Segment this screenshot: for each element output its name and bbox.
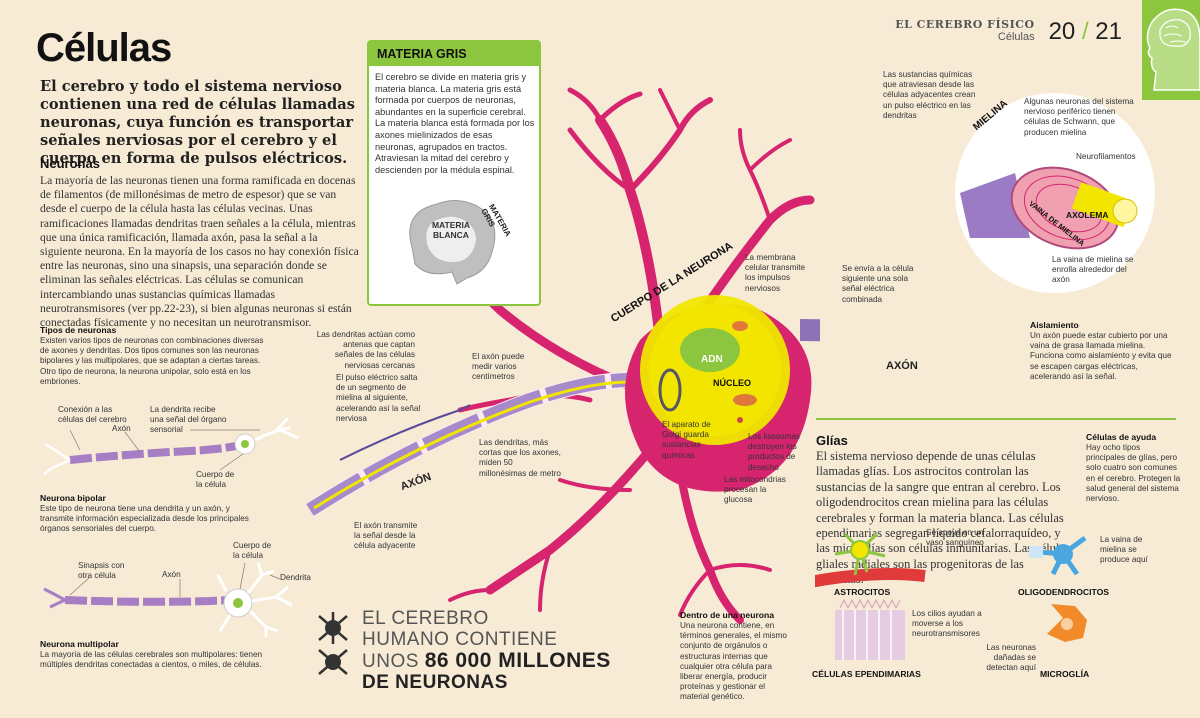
dentro-heading: Dentro de una neurona (680, 610, 775, 620)
dentro-text: Una neurona contiene, en términos genera… (680, 621, 787, 702)
stat-line4: DE NEURONAS (362, 672, 508, 693)
schwann-label: Algunas neuronas del sistema nervioso pe… (1024, 97, 1134, 137)
multipolar-cuerpo-label: Cuerpo de la célula (233, 541, 272, 561)
microglia-label: MICROGLÍA (1040, 669, 1090, 679)
mitochondria-label: Las mitocondrias procesan la glucosa (724, 475, 786, 505)
mielina-circle (955, 93, 1155, 293)
dendrites-antenna-label: Las dendritas actúan como antenas que ca… (316, 330, 415, 370)
multipolar-axon (64, 596, 241, 606)
golgi-apparatus (658, 368, 682, 412)
multipolar-dendrita-label: Dendrita (280, 573, 311, 582)
tipos-heading: Tipos de neuronas (40, 325, 117, 335)
materia-gris-heading: MATERIA GRIS (377, 47, 467, 61)
microglia-icon (1047, 604, 1087, 642)
adn-label: ADN (701, 354, 723, 365)
ependimarias-label: CÉLULAS EPENDIMARIAS (812, 669, 921, 679)
page-title: Células (36, 26, 172, 70)
ayuda-text: Hay ocho tipos principales de glías, per… (1086, 443, 1181, 504)
subsection-label: Células (997, 31, 1035, 43)
brain-section-icon (409, 200, 496, 285)
damaged-neurons-label: Las neuronas dañadas se detectan aquí (986, 643, 1036, 673)
bipolar-axon-label: Axón (112, 424, 131, 433)
bipolar-dendrita-label: La dendrita recibe una señal del órgano … (150, 405, 227, 435)
oligodendrocyte-icon (1029, 535, 1087, 576)
dna-region (680, 328, 740, 372)
multipolar-neuron-diagram (43, 562, 293, 637)
axon-right (799, 319, 820, 342)
page-header: EL CEREBRO FÍSICO Células 20 / 21 (895, 18, 1122, 46)
materia-blanca-line2: BLANCA (433, 230, 469, 240)
bipolar-axon (69, 441, 241, 464)
nucleus-label: NÚCLEO (713, 378, 751, 388)
axon-right-label: AXÓN (886, 360, 918, 372)
chemicals-label: Las sustancias químicas que atraviesan d… (883, 70, 976, 120)
page-numbers: 20 / 21 (1049, 18, 1122, 46)
stat-line2: HUMANO CONTIENE (362, 629, 558, 650)
brain-head-icon (1142, 0, 1200, 100)
aislamiento-text: Un axón puede estar cubierto por una vai… (1030, 331, 1172, 381)
axon-length-label: El axón puede medir varios centímetros (472, 352, 525, 382)
neuronas-text: La mayoría de las neuronas tienen una fo… (40, 174, 359, 330)
bipolar-nucleus (241, 440, 249, 448)
glias-divider (816, 418, 1176, 420)
multipolar-sinapsis-label: Sinapsis con otra célula (78, 561, 125, 581)
materia-gris-text: El cerebro se divide en materia gris y m… (375, 72, 535, 175)
ayuda-heading: Células de ayuda (1086, 432, 1157, 442)
page-number-left: 20 (1048, 18, 1076, 45)
bipolar-text: Este tipo de neurona tiene una dendrita … (40, 504, 249, 534)
page-number-sep: / (1081, 18, 1089, 45)
stat-line1: EL CEREBRO (362, 608, 489, 629)
neuron-count-stat: EL CEREBRO HUMANO CONTIENE UNOS 86 000 M… (362, 608, 611, 693)
neurofilaments-label: Neurofilamentos (1076, 152, 1136, 161)
page-number-right: 21 (1095, 18, 1122, 45)
glias-text: El sistema nervioso depende de unas célu… (816, 449, 1070, 587)
stat-line3-pre: UNOS (362, 651, 425, 672)
intro-text: El cerebro y todo el sistema nervioso co… (40, 78, 355, 167)
section-label: EL CEREBRO FÍSICO (895, 18, 1035, 31)
multipolar-heading: Neurona multipolar (40, 639, 119, 649)
mitochondria (733, 394, 757, 406)
neuron-icons (318, 612, 348, 675)
tipos-text: Existen varios tipos de neuronas con com… (40, 336, 264, 386)
bipolar-cuerpo-label: Cuerpo de la célula (196, 470, 235, 490)
materia-blanca-label: MATERIA BLANCA (431, 220, 471, 240)
multipolar-text: La mayoría de las células cerebrales son… (40, 650, 263, 670)
bipolar-neuron-diagram (43, 416, 299, 475)
stat-line3: UNOS 86 000 MILLONES (362, 650, 611, 672)
multipolar-nucleus (233, 598, 243, 608)
golgi-label: El aparato de Golgi guarda sustancias qu… (662, 420, 711, 460)
neuron-illustration (305, 87, 820, 624)
neuronas-heading: Neuronas (40, 156, 100, 171)
myelin-wrap-label: La vaina de mielina se enrolla alrededor… (1052, 255, 1134, 285)
bipolar-heading: Neurona bipolar (40, 493, 106, 503)
signal-sent-label: Se envía a la célula siguiente una sola … (842, 264, 914, 304)
oligodendrocitos-label: OLIGODENDROCITOS (1018, 587, 1110, 597)
pulse-label: El pulso eléctrico salta de un segmento … (336, 373, 421, 423)
materia-gris-panel: MATERIA GRIS El cerebro se divide en mat… (367, 40, 541, 306)
oligo-sheath-label: La vaina de mielina se produce aquí (1100, 535, 1148, 565)
membrane-label: La membrana celular transmite los impuls… (745, 253, 806, 293)
multipolar-axon-label: Axón (162, 570, 181, 579)
axolema-label: AXOLEMA (1066, 210, 1109, 220)
dendrites-short-label: Las dendritas, más cortas que los axones… (479, 438, 561, 478)
aislamiento-heading: Aislamiento (1030, 320, 1079, 330)
stat-number: 86 000 MILLONES (424, 649, 611, 672)
ependymal-cells-icon (835, 598, 905, 660)
bipolar-conexion-label: Conexión a las células del cerebro (58, 405, 127, 425)
astrocyte-icon (815, 532, 926, 588)
glia-illustrations (815, 532, 1087, 660)
axon-transmits-label: El axón transmite la señal desde la célu… (354, 521, 418, 551)
cilia-label: Los cilios ayudan a moverse a los neurot… (912, 609, 982, 639)
materia-gris-header: MATERIA GRIS (369, 42, 539, 66)
blood-vessel-label: Se apoya en un vaso sanguíneo (926, 528, 984, 548)
axon-left (305, 372, 631, 517)
lysosome-label: Los lisosomas destruyen los productos de… (748, 432, 800, 472)
materia-blanca-line1: MATERIA (431, 220, 471, 230)
glias-heading: Glías (816, 433, 848, 448)
astrocitos-label: ASTROCITOS (834, 587, 891, 597)
